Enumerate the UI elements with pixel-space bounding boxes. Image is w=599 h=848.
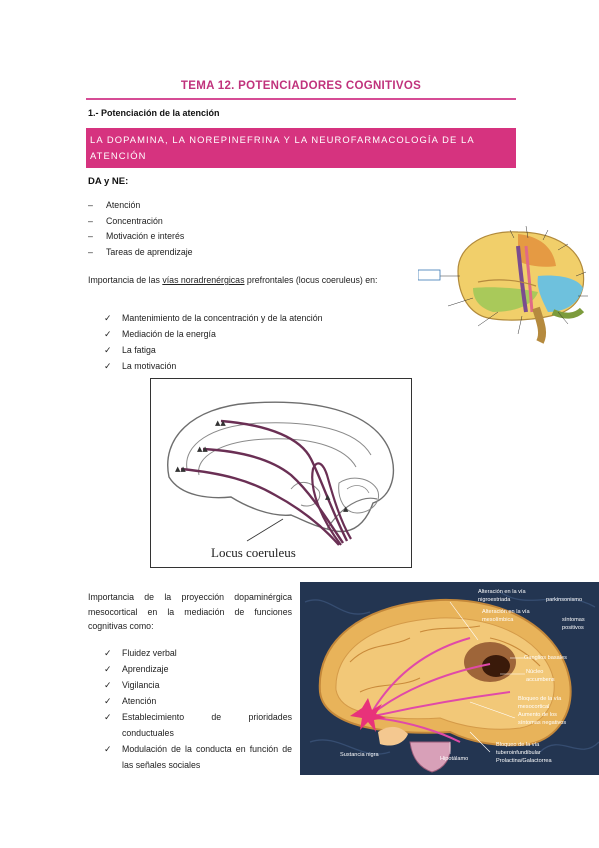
pathway-label: Aumento de los: [518, 712, 557, 718]
check-icon: ✓: [104, 345, 112, 355]
svg-text:▲▲: ▲▲: [175, 465, 186, 473]
list-item: –Atención: [88, 198, 193, 214]
list-item: ✓Atención: [104, 693, 292, 709]
pathway-label: accumbens: [526, 677, 555, 683]
title-divider: [86, 98, 516, 100]
list-item: ✓Aprendizaje: [104, 661, 292, 677]
pathway-label: Bloqueo de la vía: [518, 696, 562, 702]
list-item: ✓Establecimiento de prioridades conductu…: [104, 709, 292, 741]
dopamine-pathways-figure: Alteración en la vía nigroestriada parki…: [300, 582, 599, 775]
section-heading: 1.- Potenciación de la atención: [88, 108, 220, 118]
section-banner: LA DOPAMINA, LA NOREPINEFRINA Y LA NEURO…: [86, 128, 516, 168]
list-item: ✓Mantenimiento de la concentración y de …: [104, 310, 404, 326]
pathway-label: positivos: [562, 625, 584, 631]
banner-line-1: LA DOPAMINA, LA NOREPINEFRINA Y LA NEURO…: [90, 134, 475, 145]
brain-areas-image: [417, 216, 599, 346]
locus-coeruleus-figure: ▲▲▲▲▲▲ ▲▲ Locus coeruleus: [150, 378, 412, 568]
dash-marker: –: [88, 215, 93, 226]
pathway-label: Ganglios basales: [524, 655, 567, 661]
pathway-label: mesocortical: [518, 704, 550, 710]
list-item: ✓La motivación: [104, 358, 404, 374]
svg-text:▲▲: ▲▲: [197, 445, 208, 453]
dash-list: –Atención –Concentración –Motivación e i…: [88, 198, 193, 260]
svg-text:▲: ▲: [343, 505, 349, 513]
check-icon: ✓: [104, 313, 112, 323]
pathway-label: parkinsonismo: [546, 597, 583, 603]
pathway-label: mesolímbica: [482, 617, 514, 623]
pathway-label: Bloqueo de la vía: [496, 742, 540, 748]
dash-marker: –: [88, 246, 93, 257]
pathway-label: Prolactina/Galactorrea: [496, 758, 552, 764]
pathway-label: Alteración en la vía: [478, 589, 526, 595]
dopaminergic-paragraph: Importancia de la proyección dopaminérgi…: [88, 592, 292, 631]
dash-marker: –: [88, 200, 93, 210]
pathway-label: Núcleo: [526, 669, 544, 675]
check-icon: ✓: [104, 744, 112, 754]
check-icon: ✓: [104, 648, 112, 658]
list-item: ✓Fluidez verbal: [104, 645, 292, 661]
check-icon: ✓: [104, 712, 112, 722]
pathway-label: tuberoinfundibular: [496, 750, 541, 756]
underlined-term: vías noradrenérgicas: [162, 275, 245, 285]
banner-line-2: ATENCIÓN: [90, 150, 147, 161]
list-item: –Motivación e interés: [88, 229, 193, 245]
dash-marker: –: [88, 231, 93, 241]
da-ne-heading: DA y NE:: [88, 176, 129, 187]
list-item: ✓La fatiga: [104, 342, 404, 358]
pathway-label: nigroestriada: [478, 597, 511, 603]
check-icon: ✓: [104, 664, 112, 674]
pathway-label: síntomas: [562, 617, 585, 623]
page-title: TEMA 12. POTENCIADORES COGNITIVOS: [180, 80, 422, 92]
pathway-label: Alteración en la vía: [482, 609, 530, 615]
check-icon: ✓: [104, 680, 112, 690]
pathway-label: síntomas negativos: [518, 720, 567, 726]
list-item: ✓Modulación de la conducta en función de…: [104, 741, 292, 773]
check-icon: ✓: [104, 696, 112, 706]
svg-text:▲: ▲: [325, 493, 331, 501]
check-icon: ✓: [104, 329, 112, 339]
check-list-dopaminergic: ✓Fluidez verbal ✓Aprendizaje ✓Vigilancia…: [104, 645, 292, 773]
noradrenergic-paragraph: Importancia de las vías noradrenérgicas …: [88, 275, 378, 285]
pathway-label: Hipotálamo: [440, 756, 469, 762]
list-item: ✓Mediación de la energía: [104, 326, 404, 342]
list-item: ✓Vigilancia: [104, 677, 292, 693]
locus-coeruleus-label: Locus coeruleus: [211, 545, 296, 560]
check-icon: ✓: [104, 361, 112, 371]
check-list-noradrenergic: ✓Mantenimiento de la concentración y de …: [104, 310, 404, 374]
list-item: –Concentración: [88, 214, 193, 230]
pathway-label: Sustancia nigra: [340, 752, 379, 758]
svg-text:▲▲: ▲▲: [215, 419, 226, 427]
list-item: –Tareas de aprendizaje: [88, 245, 193, 261]
